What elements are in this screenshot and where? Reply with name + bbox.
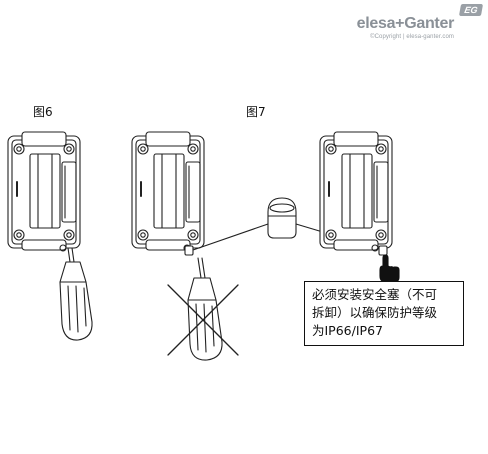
prohibited-cross-icon — [167, 284, 239, 356]
brand-copyright: ©Copyright | elesa-ganter.com — [370, 34, 454, 40]
hinge-figure-6 — [7, 131, 81, 252]
figure-6-label: 图6 — [33, 105, 53, 119]
note-line-1: 必须安装安全塞（不可 — [312, 287, 438, 302]
brand-name-elesa: elesa — [356, 15, 396, 32]
pointing-hand-icon — [379, 254, 400, 283]
brand-name-plus: + — [395, 15, 405, 32]
leader-line-left — [192, 223, 269, 251]
plug-marker-right — [378, 245, 388, 256]
safety-plug-enlarged — [267, 197, 297, 239]
brand-logo: elesa+Ganter ©Copyright | elesa-ganter.c… — [356, 15, 455, 41]
brand-name: elesa+Ganter — [356, 15, 455, 32]
safety-plug-note: 必须安装安全塞（不可 拆卸）以确保防护等级 为IP66/IP67 — [304, 281, 464, 346]
figure-7-label: 图7 — [246, 105, 266, 119]
plug-marker-middle — [184, 245, 194, 256]
hinge-figure-7-middle — [131, 131, 205, 252]
note-line-3: 为IP66/IP67 — [312, 323, 383, 338]
screwdriver-figure-7-crossed — [187, 257, 223, 361]
note-line-2: 拆卸）以确保防护等级 — [312, 305, 438, 320]
screwdriver-figure-6 — [59, 247, 93, 341]
hinge-figure-7-right — [319, 131, 393, 252]
brand-name-ganter: Ganter — [404, 15, 454, 32]
